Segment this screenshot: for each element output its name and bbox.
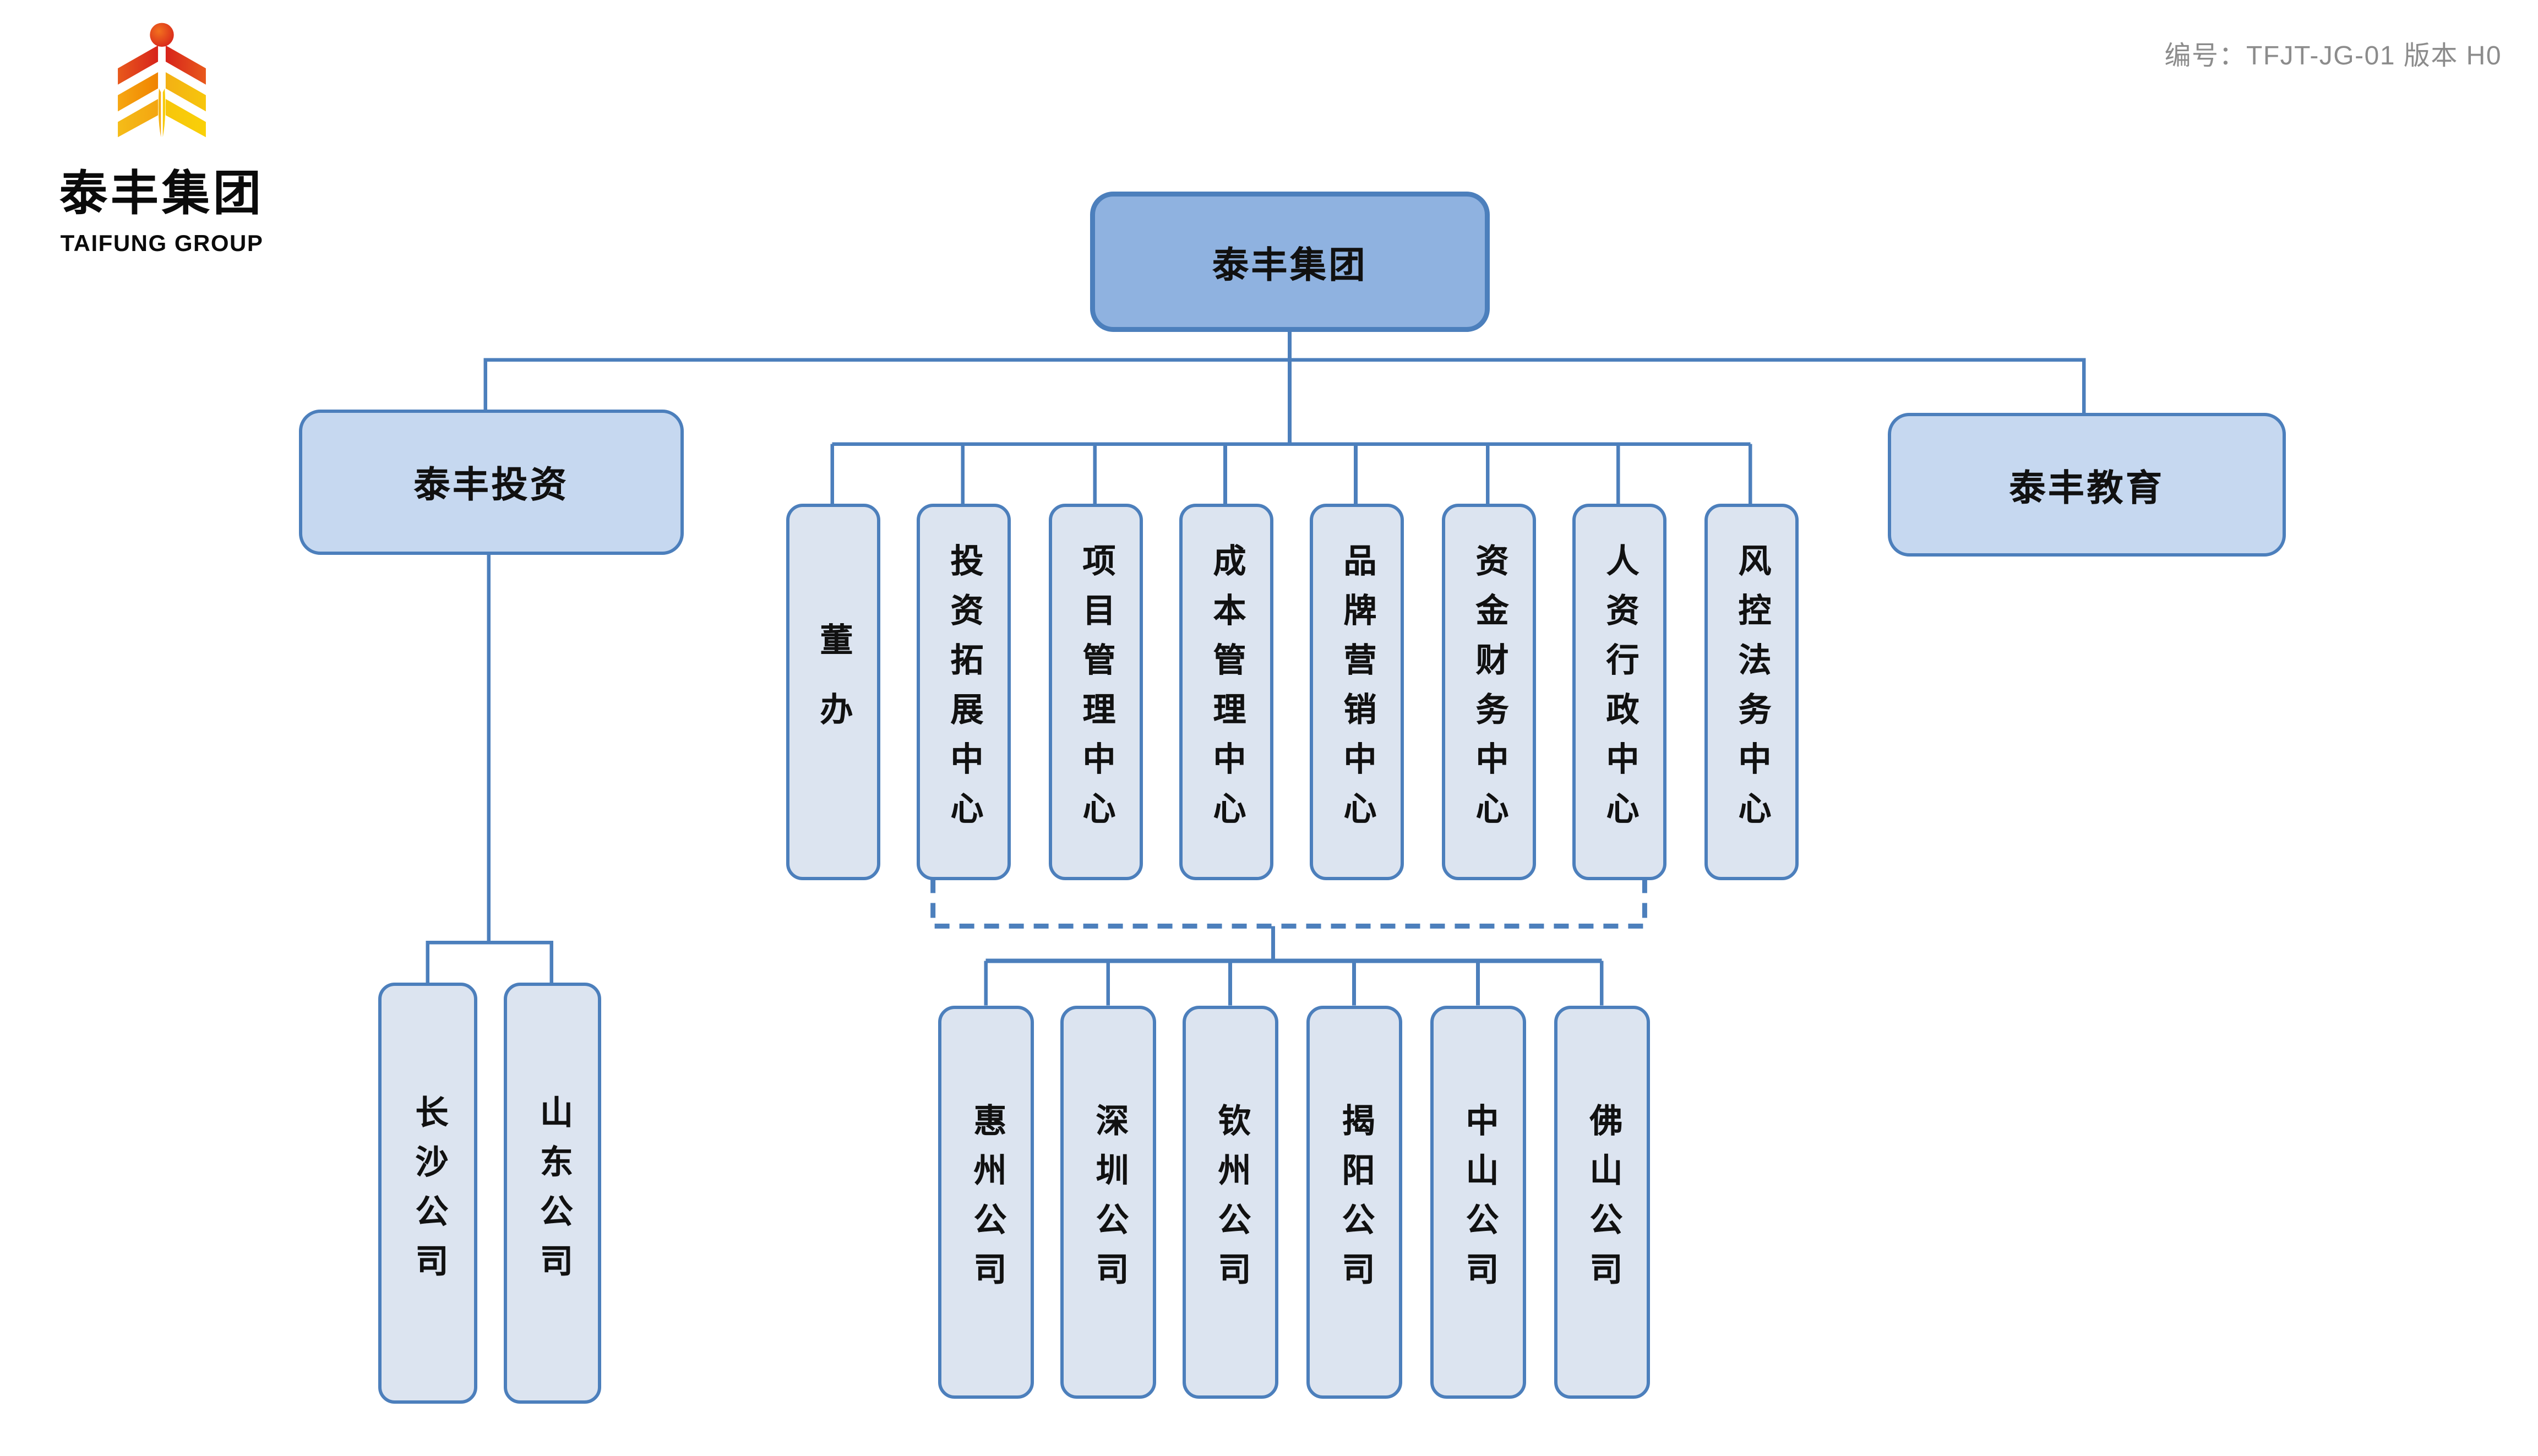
connector-investment-subtree (426, 553, 554, 984)
connector-main-trunk (483, 358, 2086, 415)
doc-reference-number: 编号：TFJT-JG-01 版本 H0 (2164, 43, 2502, 71)
connector-dashed-link (930, 878, 1647, 929)
org-node-company-foshan: 佛山公司 (1554, 1006, 1650, 1399)
org-node-company-huizhou: 惠州公司 (938, 1006, 1034, 1399)
org-node-taifeng-education: 泰丰教育 (1888, 413, 2286, 557)
org-node-root: 泰丰集团 (1090, 192, 1490, 332)
org-node-dept-hr-administration: 人资行政中心 (1571, 504, 1666, 880)
org-node-dept-board-office: 董办 (785, 504, 880, 880)
org-node-company-changsha: 长沙公司 (378, 983, 477, 1404)
org-node-dept-finance-treasury: 资金财务中心 (1441, 504, 1535, 880)
connector-dept-drops (830, 444, 1752, 505)
logo-name-en: TAIFUNG GROUP (60, 230, 264, 256)
org-node-dept-brand-marketing: 品牌营销中心 (1309, 504, 1403, 880)
org-node-company-shenzhen: 深圳公司 (1060, 1006, 1156, 1399)
connector-regional-drops (984, 961, 1604, 1006)
org-node-dept-cost-management: 成本管理中心 (1178, 504, 1273, 880)
org-node-taifeng-education-label: 泰丰教育 (2009, 466, 2165, 508)
taifung-logo-icon (118, 23, 206, 138)
org-node-company-zhongshan: 中山公司 (1430, 1006, 1526, 1399)
logo-name-cn: 泰丰集团 (59, 168, 264, 221)
org-node-dept-project-management: 项目管理中心 (1048, 504, 1142, 880)
org-node-dept-risk-legal: 风控法务中心 (1703, 504, 1798, 880)
org-node-company-qinzhou: 钦州公司 (1183, 1006, 1278, 1399)
org-node-taifeng-investment-label: 泰丰投资 (413, 464, 569, 505)
org-node-dept-investment-expansion: 投资拓展中心 (916, 504, 1010, 880)
org-node-company-shandong: 山东公司 (504, 983, 601, 1404)
org-node-company-jieyang: 揭阳公司 (1306, 1006, 1402, 1399)
org-node-taifeng-investment: 泰丰投资 (299, 410, 684, 555)
taifung-logo: 泰丰集团 TAIFUNG GROUP (46, 21, 277, 256)
org-node-root-label: 泰丰集团 (1212, 243, 1368, 285)
